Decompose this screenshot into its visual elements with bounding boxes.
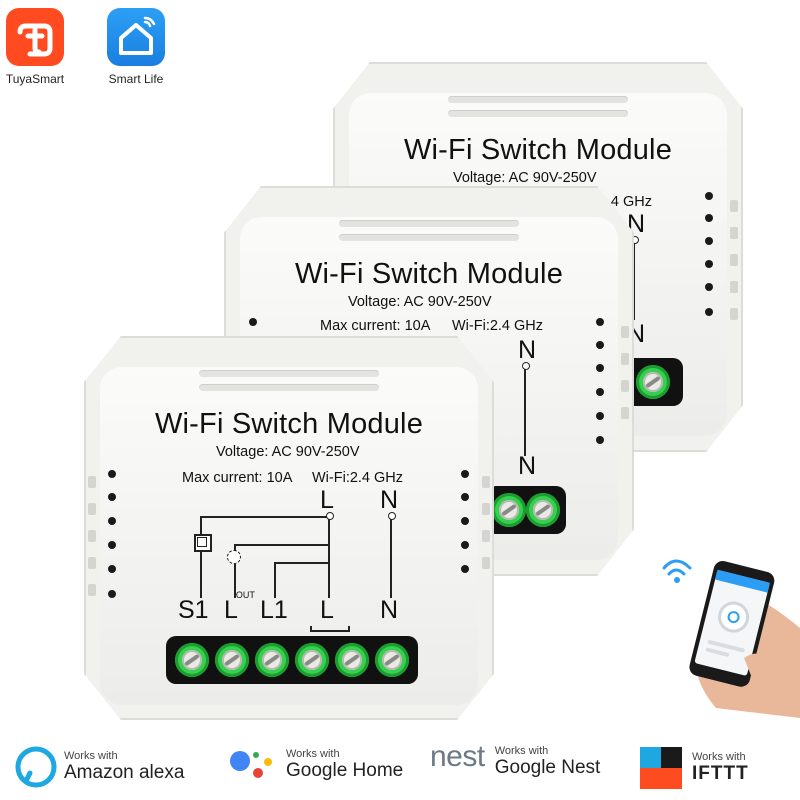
- diagram-l-label: L: [320, 486, 334, 514]
- module-voltage: Voltage: AC 90V-250V: [453, 170, 597, 186]
- terminal-s1-label: S1: [178, 596, 209, 624]
- smart-life-app: Smart Life: [101, 8, 171, 86]
- module-wifi: Wi-Fi:2.4 GHz: [452, 318, 544, 334]
- smart-life-house-icon: [107, 8, 165, 66]
- module-voltage: Voltage: AC 90V-250V: [348, 294, 492, 310]
- works-with-alexa: Works with Amazon alexa: [14, 745, 184, 789]
- switch-module-front: Wi-Fi Switch Module Voltage: AC 90V-250V…: [84, 336, 494, 720]
- module-wifi: Wi-Fi:2.4 GHz: [312, 470, 404, 486]
- tuyasmart-app: TuyaSmart: [0, 8, 70, 86]
- phone-in-hand-image: [646, 548, 800, 718]
- module-title: Wi-Fi Switch Module: [294, 258, 564, 290]
- module-title: Wi-Fi Switch Module: [154, 408, 424, 440]
- terminal-block: [166, 636, 418, 684]
- wifi-icon: [662, 559, 692, 570]
- diagram-n-label: N: [380, 486, 399, 514]
- module-title: Wi-Fi Switch Module: [403, 134, 673, 166]
- terminal-n-label: N: [380, 596, 399, 624]
- terminal-l-out-label: LOUT: [224, 590, 255, 624]
- nest-logo: nest: [430, 740, 485, 773]
- works-with-ifttt: Works with IFTTT: [638, 745, 749, 791]
- module-voltage: Voltage: AC 90V-250V: [216, 444, 360, 460]
- terminal-l-label: L: [320, 596, 334, 624]
- diagram-n-label: N: [518, 452, 537, 480]
- alexa-icon: [15, 746, 57, 788]
- tuya-logo-icon: [6, 8, 64, 66]
- tuyasmart-label: TuyaSmart: [5, 72, 65, 86]
- ifttt-icon: [640, 747, 682, 789]
- terminal-l1-label: L1: [260, 596, 288, 624]
- module-max-current: Max current: 10A: [182, 470, 293, 486]
- module-max-current: Max current: 10A: [320, 318, 431, 334]
- works-with-google-nest: nest Works with Google Nest: [430, 740, 601, 778]
- works-with-google-home: Works with Google Home: [228, 745, 403, 785]
- diagram-n-label: N: [518, 336, 537, 364]
- smart-life-label: Smart Life: [108, 72, 164, 86]
- google-assistant-icon: [230, 751, 272, 778]
